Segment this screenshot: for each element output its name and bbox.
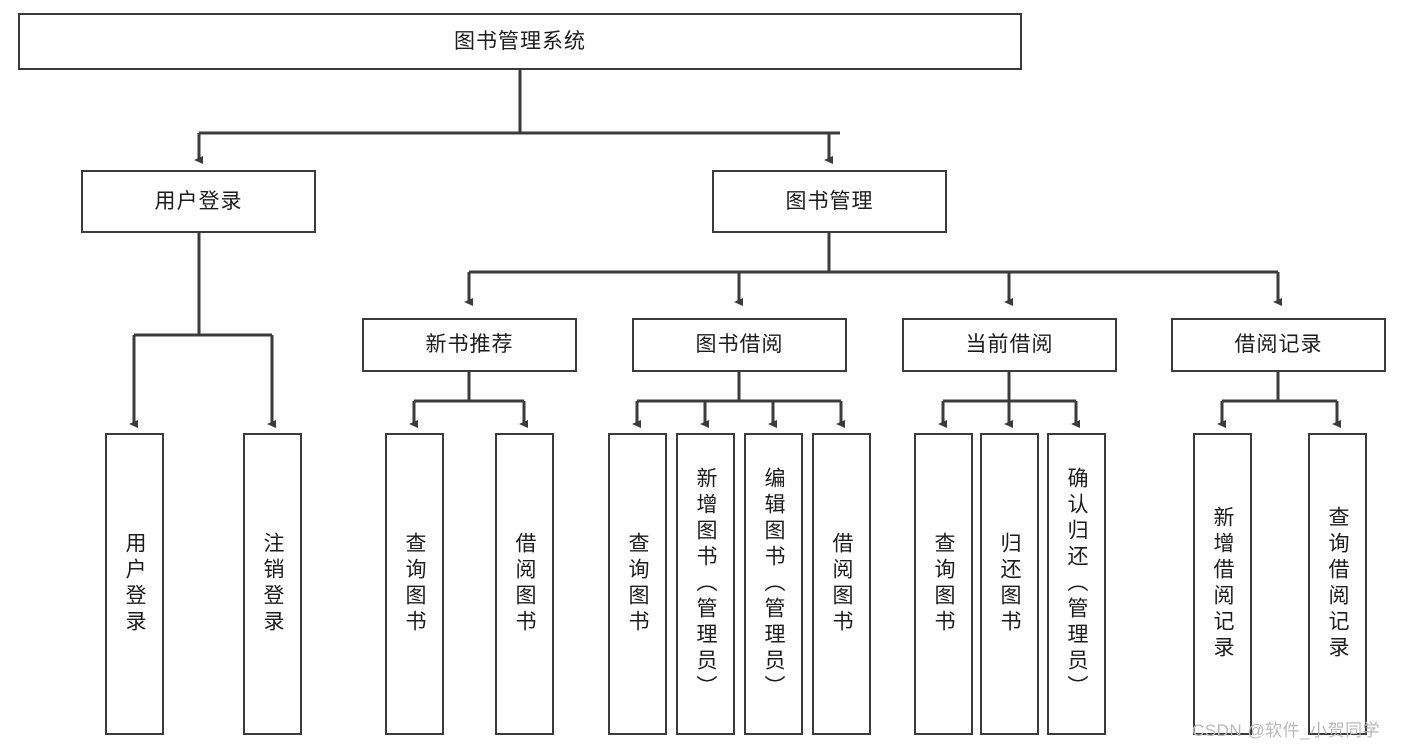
node-user-login-label: 用户登录 [154, 189, 243, 213]
leaf-current-return-book-label: 归还图书 [998, 532, 1021, 636]
leaf-borrow-query-book-label: 查询图书 [626, 532, 649, 636]
leaf-record-query-record-label: 查询借阅记录 [1326, 506, 1349, 662]
leaf-record-add-record[interactable]: 新增借阅记录 [1193, 433, 1252, 735]
leaf-current-return-book[interactable]: 归还图书 [980, 433, 1039, 735]
node-root[interactable]: 图书管理系统 [18, 13, 1022, 70]
leaf-current-confirm-return-label: 确认归还（管理员） [1065, 467, 1088, 701]
leaf-current-query-book-label: 查询图书 [932, 532, 955, 636]
leaf-record-add-record-label: 新增借阅记录 [1211, 506, 1234, 662]
node-borrow-record-label: 借阅记录 [1234, 333, 1323, 357]
node-current-borrow-label: 当前借阅 [965, 333, 1054, 357]
leaf-borrow-edit-book-label: 编辑图书（管理员） [762, 467, 785, 701]
leaf-current-confirm-return[interactable]: 确认归还（管理员） [1047, 433, 1106, 735]
leaf-user-login-signin[interactable]: 用户登录 [105, 433, 164, 735]
node-user-login[interactable]: 用户登录 [81, 170, 316, 233]
node-new-book-recommend[interactable]: 新书推荐 [362, 318, 577, 372]
node-book-management-label: 图书管理 [785, 189, 874, 213]
node-book-borrow[interactable]: 图书借阅 [632, 318, 847, 372]
node-book-management[interactable]: 图书管理 [712, 170, 947, 233]
leaf-current-query-book[interactable]: 查询图书 [914, 433, 973, 735]
node-root-label: 图书管理系统 [454, 29, 586, 53]
leaf-record-query-record[interactable]: 查询借阅记录 [1308, 433, 1367, 735]
node-current-borrow[interactable]: 当前借阅 [902, 318, 1117, 372]
leaf-recommend-borrow-book-label: 借阅图书 [513, 532, 536, 636]
leaf-recommend-query-book-label: 查询图书 [403, 532, 426, 636]
csdn-watermark: CSDN @软件_小贺同学 [1192, 721, 1381, 740]
leaf-borrow-add-book[interactable]: 新增图书（管理员） [676, 433, 735, 735]
leaf-user-login-signout[interactable]: 注销登录 [243, 433, 302, 735]
node-book-borrow-label: 图书借阅 [695, 333, 784, 357]
leaf-recommend-borrow-book[interactable]: 借阅图书 [495, 433, 554, 735]
leaf-borrow-borrow-book-label: 借阅图书 [830, 532, 853, 636]
leaf-user-login-signout-label: 注销登录 [261, 532, 284, 636]
leaf-borrow-borrow-book[interactable]: 借阅图书 [812, 433, 871, 735]
leaf-borrow-query-book[interactable]: 查询图书 [608, 433, 667, 735]
leaf-user-login-signin-label: 用户登录 [123, 532, 146, 636]
leaf-borrow-edit-book[interactable]: 编辑图书（管理员） [744, 433, 803, 735]
node-new-book-recommend-label: 新书推荐 [425, 333, 514, 357]
leaf-borrow-add-book-label: 新增图书（管理员） [694, 467, 717, 701]
node-borrow-record[interactable]: 借阅记录 [1171, 318, 1386, 372]
leaf-recommend-query-book[interactable]: 查询图书 [385, 433, 444, 735]
